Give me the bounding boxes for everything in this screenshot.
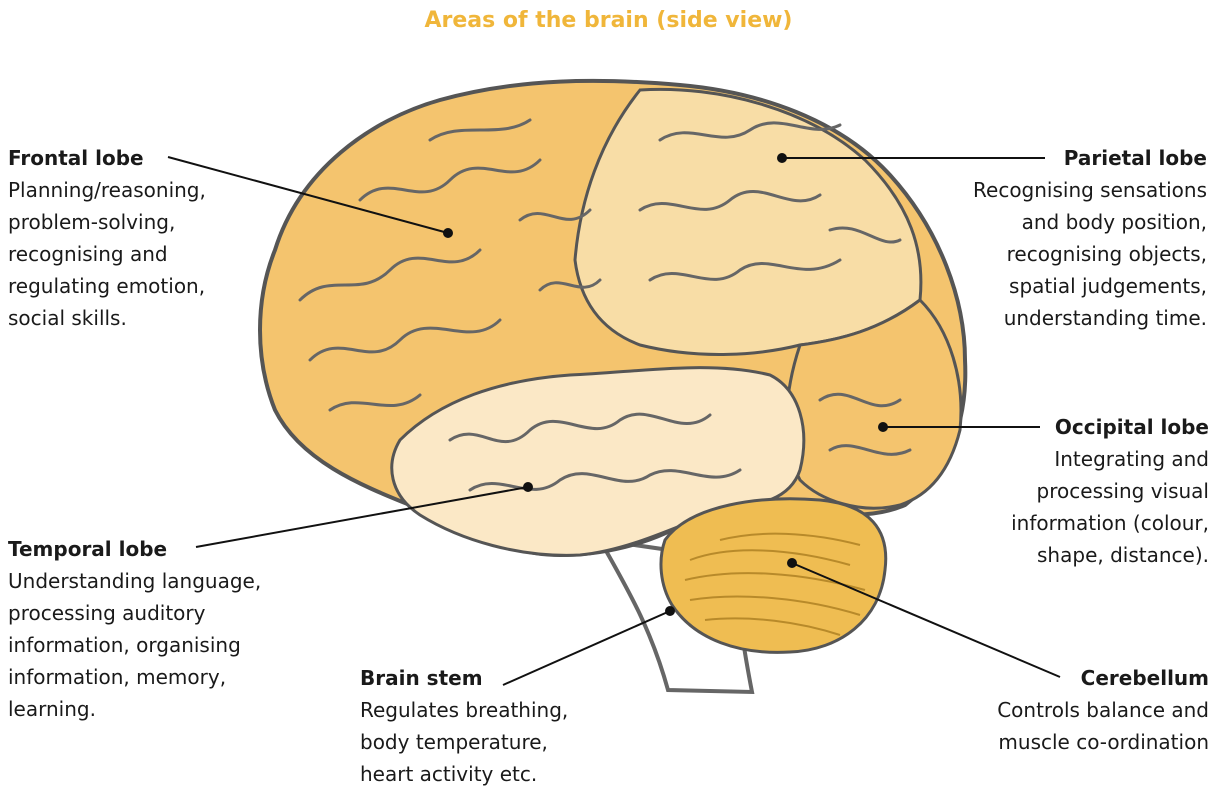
temporal-lobe-name: Temporal lobe [8, 533, 261, 565]
brain-stem-name: Brain stem [360, 662, 568, 694]
frontal-lobe-name: Frontal lobe [8, 142, 206, 174]
frontal-lobe-desc: Planning/reasoning, problem-solving, rec… [8, 174, 206, 334]
brain-stem-label: Brain stem Regulates breathing, body tem… [360, 662, 568, 790]
brain-stem-desc: Regulates breathing, body temperature, h… [360, 694, 568, 790]
parietal-lobe-label: Parietal lobe Recognising sensations and… [973, 142, 1207, 334]
cerebellum-desc: Controls balance and muscle co-ordinatio… [997, 694, 1209, 758]
temporal-lobe-desc: Understanding language, processing audit… [8, 565, 261, 725]
occipital-dot [878, 422, 888, 432]
brainstem-dot [665, 606, 675, 616]
cerebellum-dot [787, 558, 797, 568]
temporal-lobe-label: Temporal lobe Understanding language, pr… [8, 533, 261, 725]
frontal-dot [443, 228, 453, 238]
parietal-dot [777, 153, 787, 163]
occipital-lobe-label: Occipital lobe Integrating and processin… [1011, 411, 1209, 571]
occipital-lobe-desc: Integrating and processing visual inform… [1011, 443, 1209, 571]
occipital-lobe-name: Occipital lobe [1011, 411, 1209, 443]
cerebellum-name: Cerebellum [997, 662, 1209, 694]
parietal-lobe-shape [575, 89, 921, 354]
cerebellum-shape [661, 499, 886, 653]
cerebellum-label: Cerebellum Controls balance and muscle c… [997, 662, 1209, 758]
parietal-lobe-desc: Recognising sensations and body position… [973, 174, 1207, 334]
parietal-lobe-name: Parietal lobe [973, 142, 1207, 174]
temporal-dot [523, 482, 533, 492]
frontal-lobe-label: Frontal lobe Planning/reasoning, problem… [8, 142, 206, 334]
